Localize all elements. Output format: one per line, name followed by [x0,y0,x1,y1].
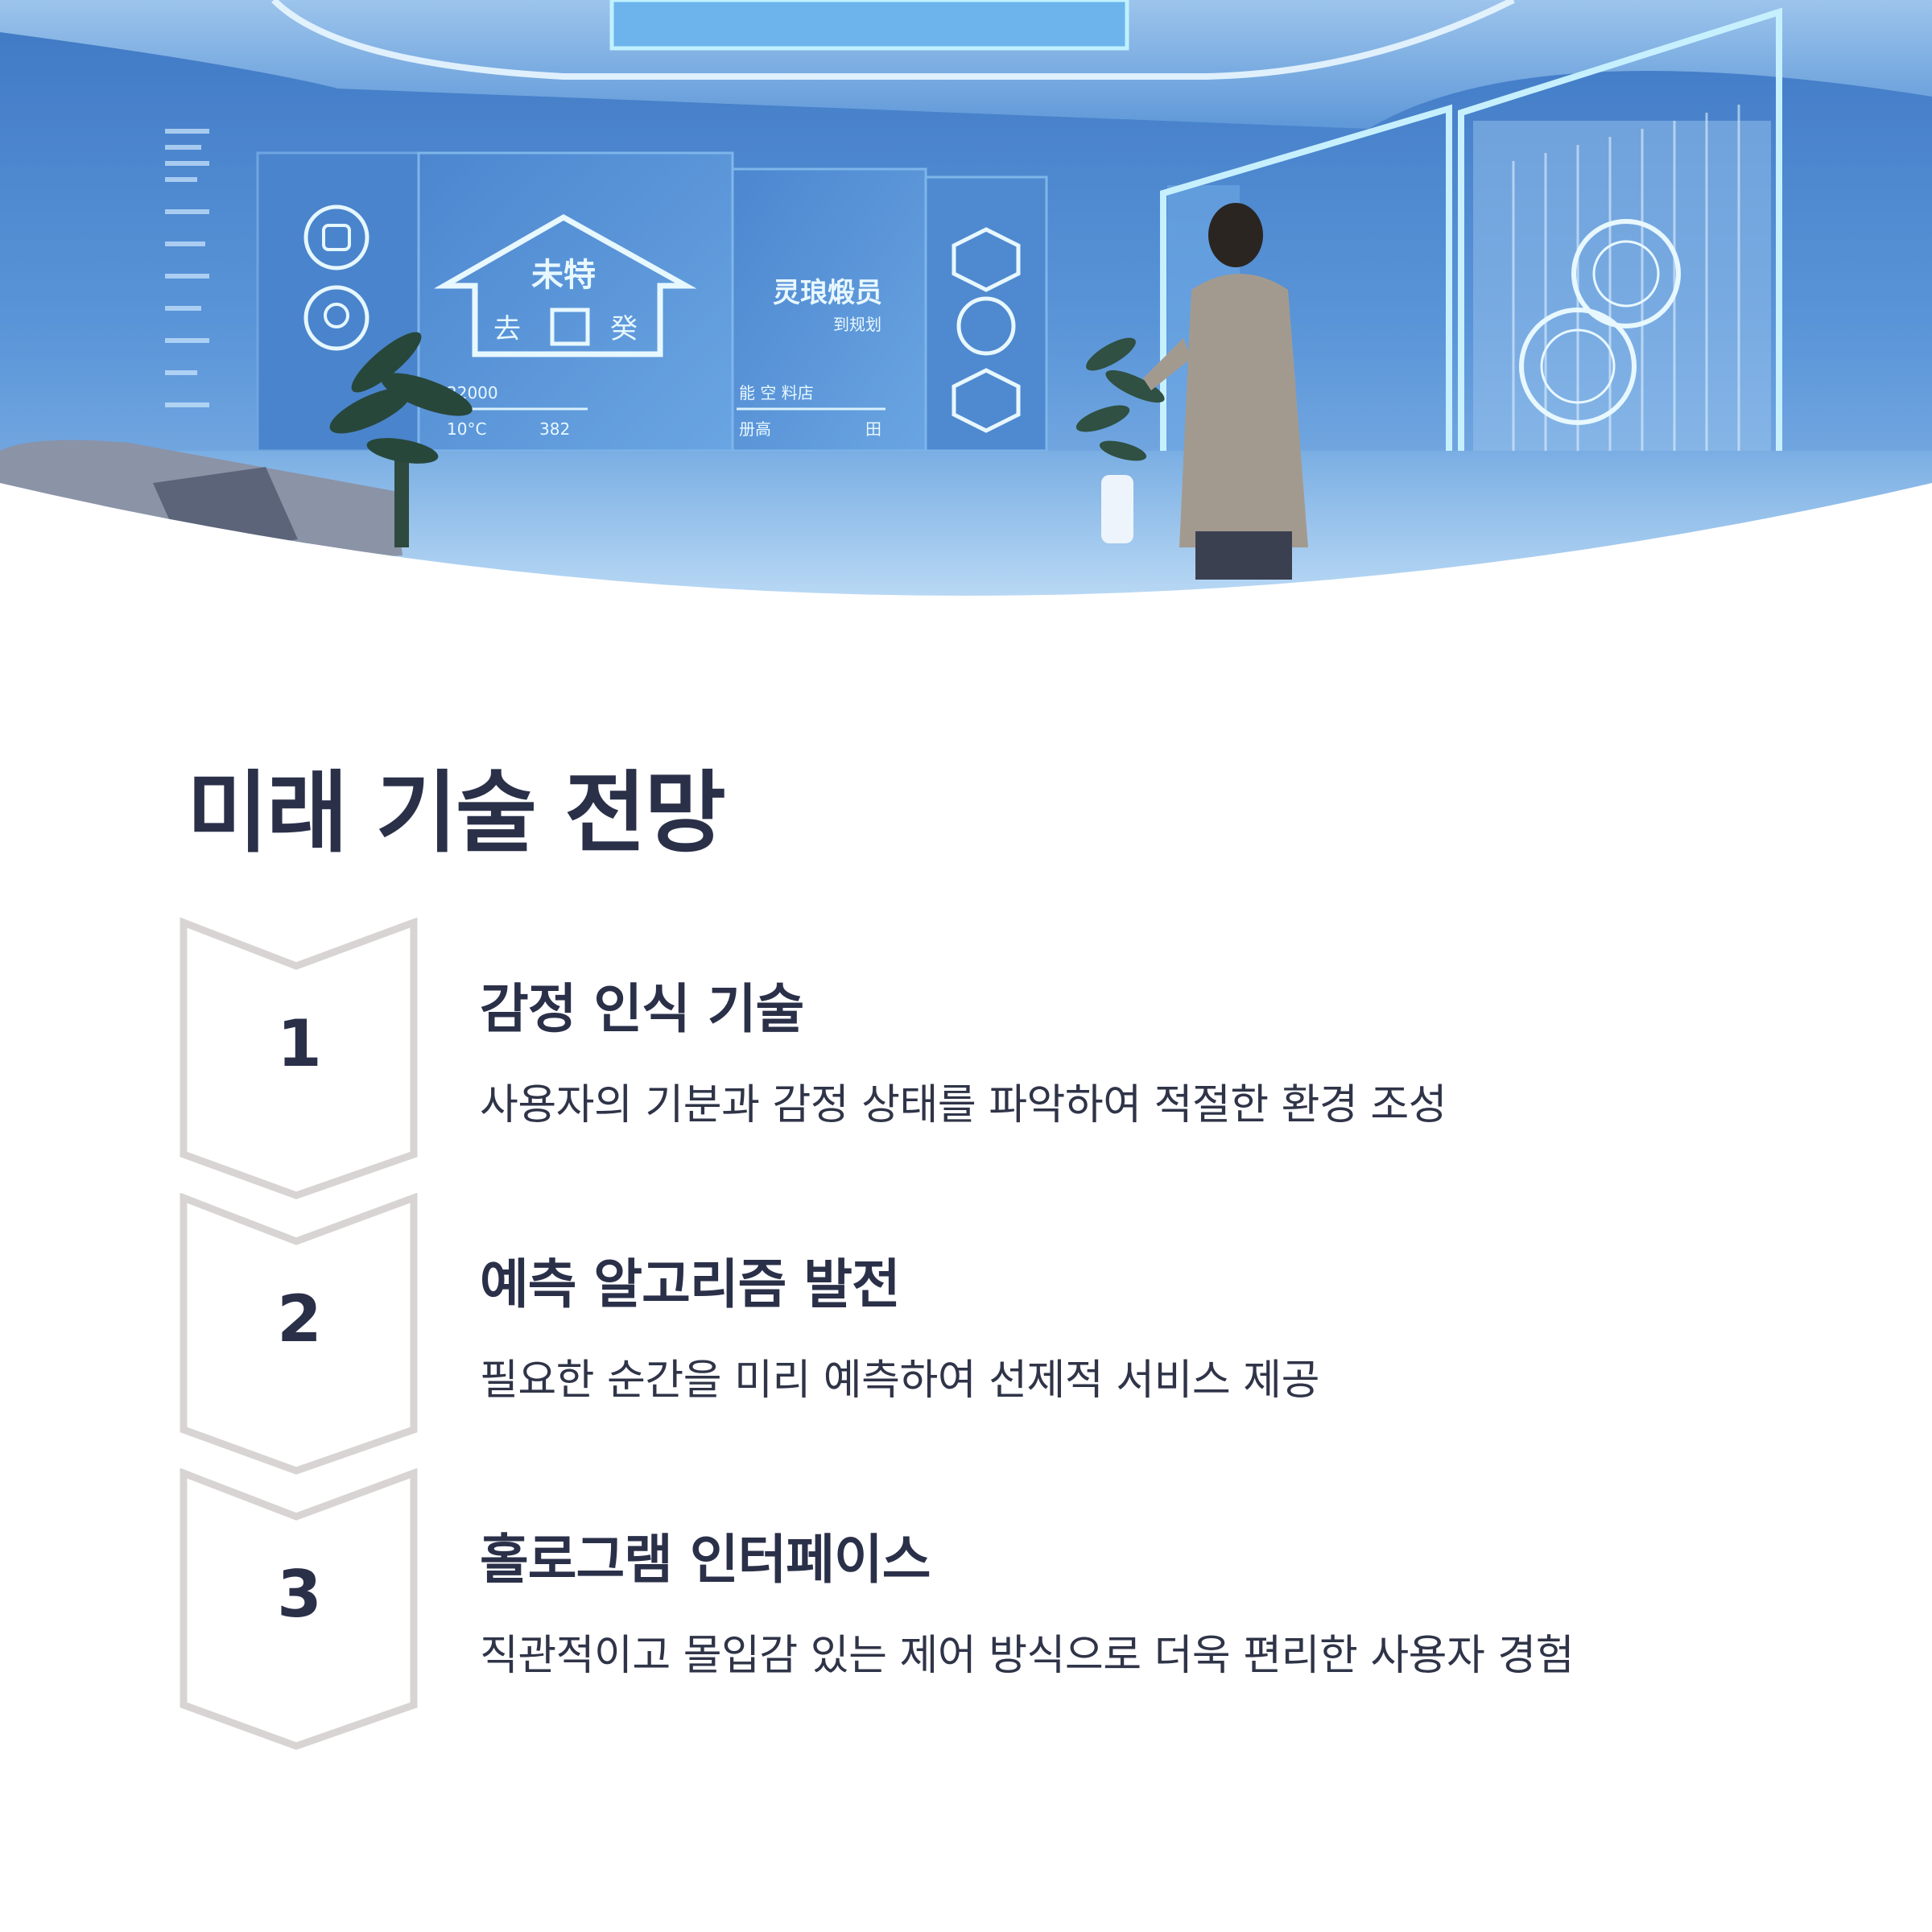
svg-text:到规划: 到规划 [833,315,881,334]
svg-text:382: 382 [539,419,570,439]
step-item-1: 1 감정 인식 기술 사용자의 기분과 감정 상태를 파악하여 적절한 환경 조… [179,918,1789,1199]
smart-home-scene-icon: 未特 去 癸 22000 10°C 382 灵琅煅员 到规划 能 空 料店 册高… [0,0,1932,596]
svg-text:10°C: 10°C [447,419,486,439]
svg-text:癸: 癸 [610,313,638,345]
step-number: 3 [277,1557,322,1632]
step-description: 직관적이고 몰입감 있는 제어 방식으로 더욱 편리한 사용자 경험 [480,1632,1575,1680]
page-title: 미래 기술 전망 [187,762,726,865]
step-number: 2 [277,1282,322,1356]
step-item-2: 2 예측 알고리즘 발전 필요한 순간을 미리 예측하여 선제적 서비스 제공 [179,1193,1789,1475]
hero-image: 未特 去 癸 22000 10°C 382 灵琅煅员 到规划 能 空 料店 册高… [0,0,1932,596]
chevron-step-icon [180,1468,418,1750]
svg-text:册高: 册高 [739,419,771,439]
svg-text:灵琅煅员: 灵琅煅员 [773,277,882,309]
step-item-3: 3 홀로그램 인터페이스 직관적이고 몰입감 있는 제어 방식으로 더욱 편리한… [179,1468,1789,1750]
step-description: 사용자의 기분과 감정 상태를 파악하여 적절한 환경 조성 [480,1081,1447,1129]
step-number: 1 [277,1006,322,1081]
step-title: 홀로그램 인터페이스 [480,1529,931,1591]
step-description: 필요한 순간을 미리 예측하여 선제적 서비스 제공 [480,1356,1319,1405]
svg-text:未特: 未特 [531,257,596,294]
chevron-step-icon [180,1193,418,1475]
step-title: 예측 알고리즘 발전 [480,1253,901,1315]
chevron-step-icon [180,918,418,1199]
svg-text:去: 去 [493,313,521,345]
svg-text:田: 田 [865,419,881,439]
svg-text:能 空 料店: 能 空 料店 [739,383,814,402]
step-title: 감정 인식 기술 [480,978,804,1040]
